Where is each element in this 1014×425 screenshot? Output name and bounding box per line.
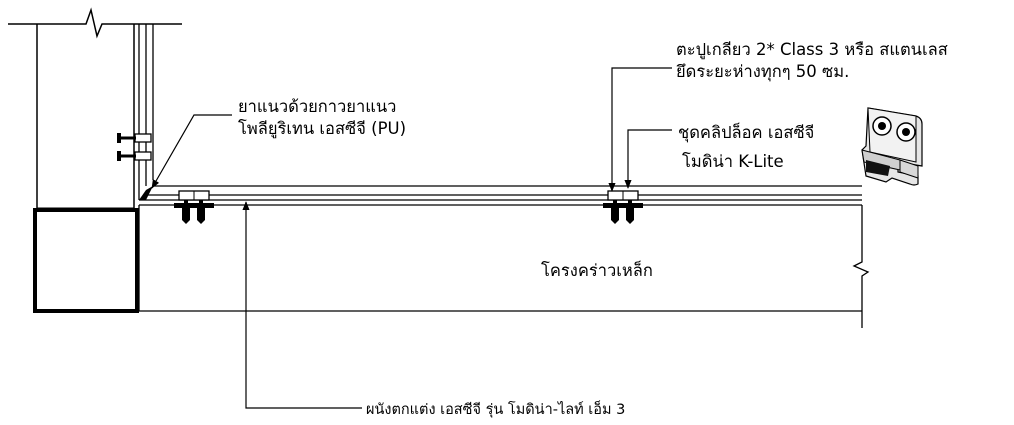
steel-frame — [138, 205, 870, 328]
sealant-label-line1: ยาแนวด้วยกาวยาแนว — [238, 97, 396, 116]
clip-label-line1: ชุดคลิปล็อค เอสซีจี — [678, 122, 814, 143]
clip-lock-illustration — [861, 107, 923, 186]
clip-set-1 — [174, 190, 214, 224]
column — [36, 24, 135, 209]
clip-label-line2: โมดิน่า K-Lite — [682, 152, 784, 171]
clip-leader — [624, 129, 672, 189]
steel-tube — [33, 208, 139, 313]
clip-set-2 — [603, 190, 643, 224]
sealant-label-line2: โพลียูริเทน เอสซีจี (PU) — [238, 119, 406, 139]
panel-label: ผนังตกแต่ง เอสซีจี รุ่น โมดิน่า-ไลท์ เอ็… — [366, 399, 625, 418]
screw-label-line2: ยึดระยะห่างทุกๆ 50 ซม. — [676, 62, 850, 82]
frame-label: โครงคร่าวเหล็ก — [541, 260, 653, 280]
sealant-leader — [151, 114, 232, 189]
side-screw-top — [117, 133, 152, 143]
top-break-line — [8, 7, 182, 39]
horizontal-panel — [139, 185, 862, 206]
sealant-joint — [139, 186, 153, 200]
vertical-panel — [138, 24, 154, 200]
screw-label-line1: ตะปูเกลียว 2* Class 3 หรือ สแตนเลส — [676, 40, 948, 60]
panel-leader — [242, 201, 362, 409]
side-screw-bottom — [117, 151, 152, 161]
screw-leader — [608, 67, 672, 192]
